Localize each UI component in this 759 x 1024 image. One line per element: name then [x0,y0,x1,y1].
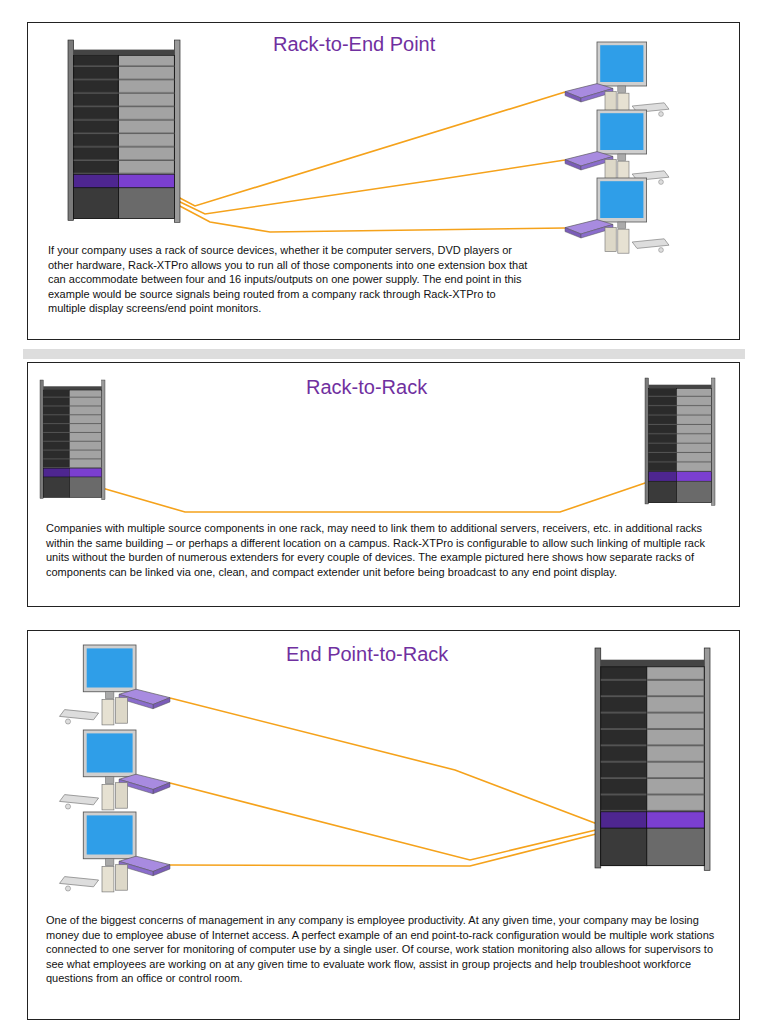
workstation [59,730,170,810]
signal-wire [170,698,600,825]
panel-body-text: If your company uses a rack of source de… [48,243,528,316]
panel-body-text: Companies with multiple source component… [46,521,726,579]
workstation [59,645,170,725]
panel-title: End Point-to-Rack [286,643,448,665]
workstation [565,42,669,117]
rack [645,378,715,505]
workstation [59,812,170,892]
wire-group [176,92,565,232]
workstation [565,178,669,253]
panel-title: Rack-to-Rack [306,376,427,398]
panel-box: End Point-to-RackOne of the biggest conc… [27,630,740,1020]
panel-shadow [23,349,745,359]
panel-body-text: One of the biggest concerns of managemen… [46,913,726,986]
signal-wire [170,783,600,860]
panel-title: Rack-to-End Point [273,33,435,55]
wire-group [170,698,600,866]
rack [595,648,710,870]
panel-box: Rack-to-RackCompanies with multiple sour… [27,362,740,607]
signal-wire [102,482,648,512]
signal-wire [176,160,565,214]
rack [40,380,105,500]
signal-wire [176,204,565,232]
rack [68,40,180,222]
signal-wire [170,833,600,866]
panel-box: Rack-to-End Point If your company uses a … [27,22,740,340]
workstation [565,110,669,185]
